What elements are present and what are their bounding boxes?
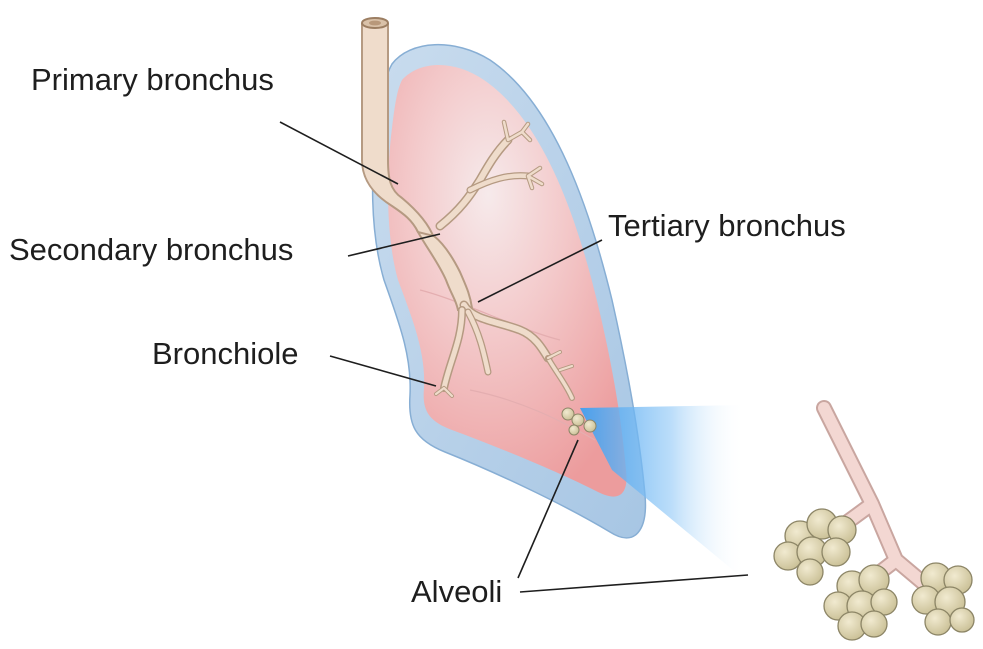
label-primary-bronchus: Primary bronchus: [31, 64, 274, 95]
label-secondary-bronchus: Secondary bronchus: [9, 234, 293, 265]
label-bronchiole: Bronchiole: [152, 338, 298, 369]
label-tertiary-bronchus: Tertiary bronchus: [608, 210, 846, 241]
leader-alveoli-enlarged: [520, 575, 748, 592]
alveoli-enlarged: [774, 408, 974, 640]
label-alveoli: Alveoli: [411, 576, 502, 607]
